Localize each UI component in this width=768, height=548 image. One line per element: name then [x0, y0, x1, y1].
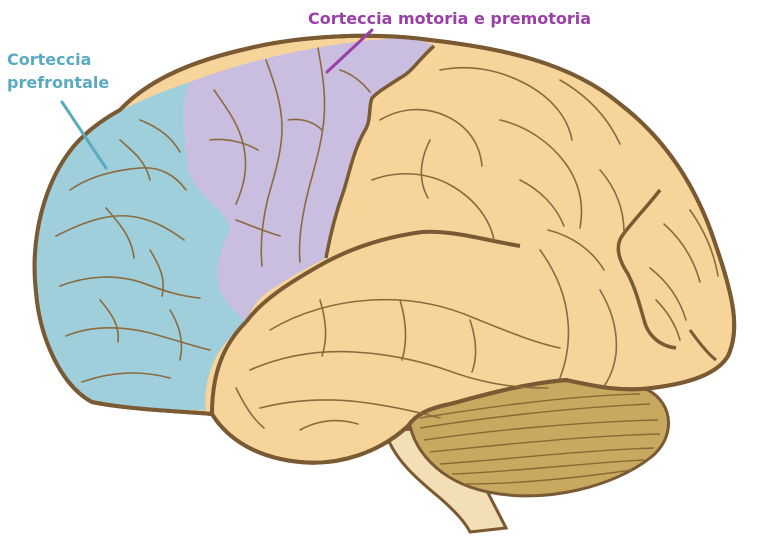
lateral-fissure	[244, 229, 521, 324]
occipital-notch	[688, 329, 717, 362]
temporal-lobe-edge	[210, 320, 248, 415]
gyri-lines	[55, 47, 719, 431]
motor-pointer-line	[325, 28, 374, 74]
parieto-occipital-sulcus	[616, 188, 677, 350]
motor-premotor-cortex-label: Corteccia motoria e premotoria	[308, 9, 592, 28]
prefrontal-pointer-line	[60, 100, 108, 170]
motor-premotor-cortex-region	[183, 38, 434, 322]
prefrontal-cortex-region	[34, 82, 247, 410]
prefrontal-cortex-label: Corteccia prefrontale	[7, 50, 110, 92]
brain-outline	[32, 33, 737, 465]
central-sulcus	[324, 44, 436, 259]
